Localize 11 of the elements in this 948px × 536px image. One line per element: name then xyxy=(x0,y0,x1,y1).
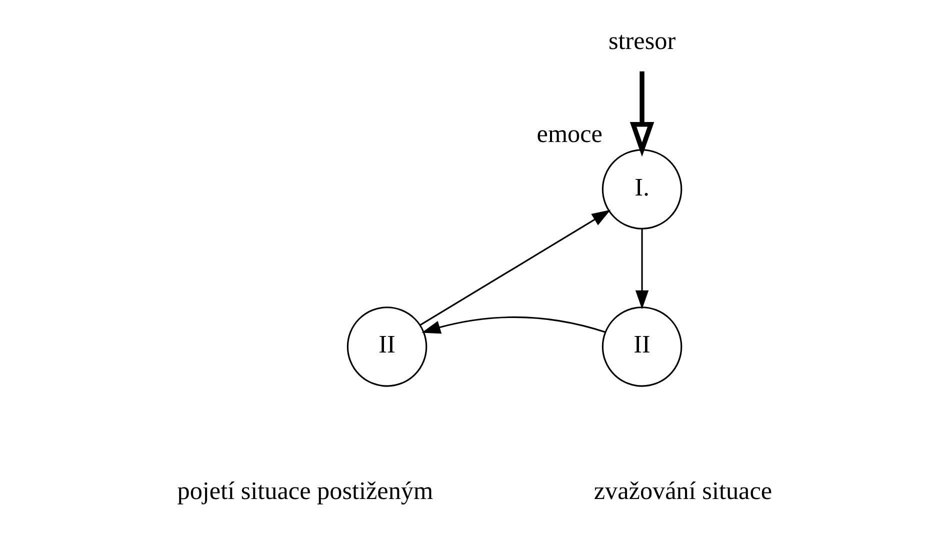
node-circle: I. xyxy=(602,149,682,230)
node-circle: II xyxy=(602,306,682,387)
node-label: emoce xyxy=(536,120,602,148)
label: zvažování situace xyxy=(594,478,772,506)
node-text: stresor xyxy=(608,28,676,55)
node-circle: II xyxy=(346,306,428,387)
label: pojetí situace postiženým xyxy=(177,478,434,506)
arrow xyxy=(635,229,649,310)
arrow xyxy=(420,210,611,326)
arrow xyxy=(422,316,606,334)
arrow xyxy=(630,71,654,157)
